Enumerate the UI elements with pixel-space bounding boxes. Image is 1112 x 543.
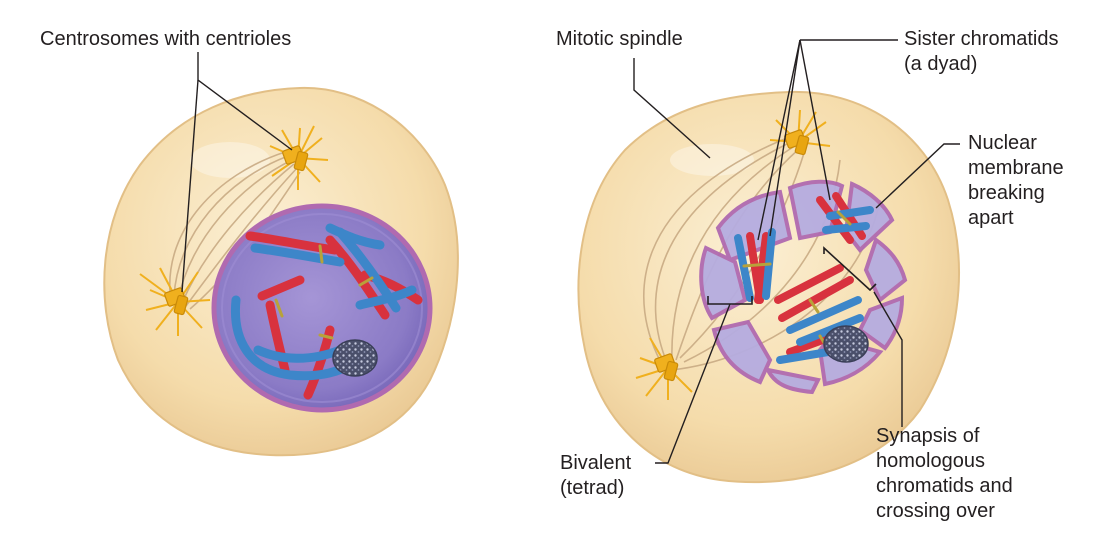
- label-nuclear-membrane-line-1: Nuclear: [968, 132, 1037, 154]
- right-cell: [577, 90, 960, 484]
- label-synapsis-line-2: homologous: [876, 450, 985, 472]
- label-nuclear-membrane-line-3: breaking: [968, 182, 1045, 204]
- leader-lines: [181, 39, 960, 464]
- label-nuclear-membrane-line-4: apart: [968, 207, 1014, 229]
- right-centrosome-lower: [635, 337, 693, 400]
- label-centrosomes-line: Centrosomes with centrioles: [40, 28, 292, 50]
- left-cell: [103, 86, 459, 457]
- label-nuclear-membrane-line-2: membrane: [968, 157, 1064, 179]
- label-bivalent-line-1: Bivalent: [560, 452, 632, 474]
- left-nucleolus: [332, 339, 378, 377]
- label-sister-chromatids: Sister chromatids (a dyad): [904, 27, 1059, 77]
- synapsis-bracket: [823, 246, 877, 292]
- left-centrosome-lower: [139, 267, 211, 336]
- right-chromosomes: [734, 192, 874, 364]
- label-synapsis-line-3: chromatids and: [876, 475, 1013, 497]
- left-cell-highlight: [190, 142, 270, 178]
- label-synapsis-line-4: crossing over: [876, 500, 995, 522]
- label-sister-chromatids-line-2: (a dyad): [904, 53, 978, 75]
- right-nucleolus: [823, 325, 869, 363]
- label-bivalent: Bivalent (tetrad): [560, 451, 631, 501]
- label-synapsis: Synapsis of homologous chromatids and cr…: [876, 424, 1013, 524]
- label-sister-chromatids-line-1: Sister chromatids: [904, 28, 1059, 50]
- label-synapsis-line-1: Synapsis of: [876, 425, 980, 447]
- label-centrosomes: Centrosomes with centrioles: [40, 27, 291, 52]
- label-bivalent-line-2: (tetrad): [560, 477, 625, 499]
- left-centrosome-upper: [269, 125, 329, 190]
- left-nucleus-inner-rim: [221, 213, 423, 403]
- right-centrosome-upper: [769, 109, 831, 156]
- label-mitotic-spindle: Mitotic spindle: [556, 27, 683, 52]
- label-mitotic-spindle-line: Mitotic spindle: [556, 28, 683, 50]
- label-nuclear-membrane: Nuclear membrane breaking apart: [968, 131, 1064, 231]
- right-cell-highlight: [670, 144, 754, 176]
